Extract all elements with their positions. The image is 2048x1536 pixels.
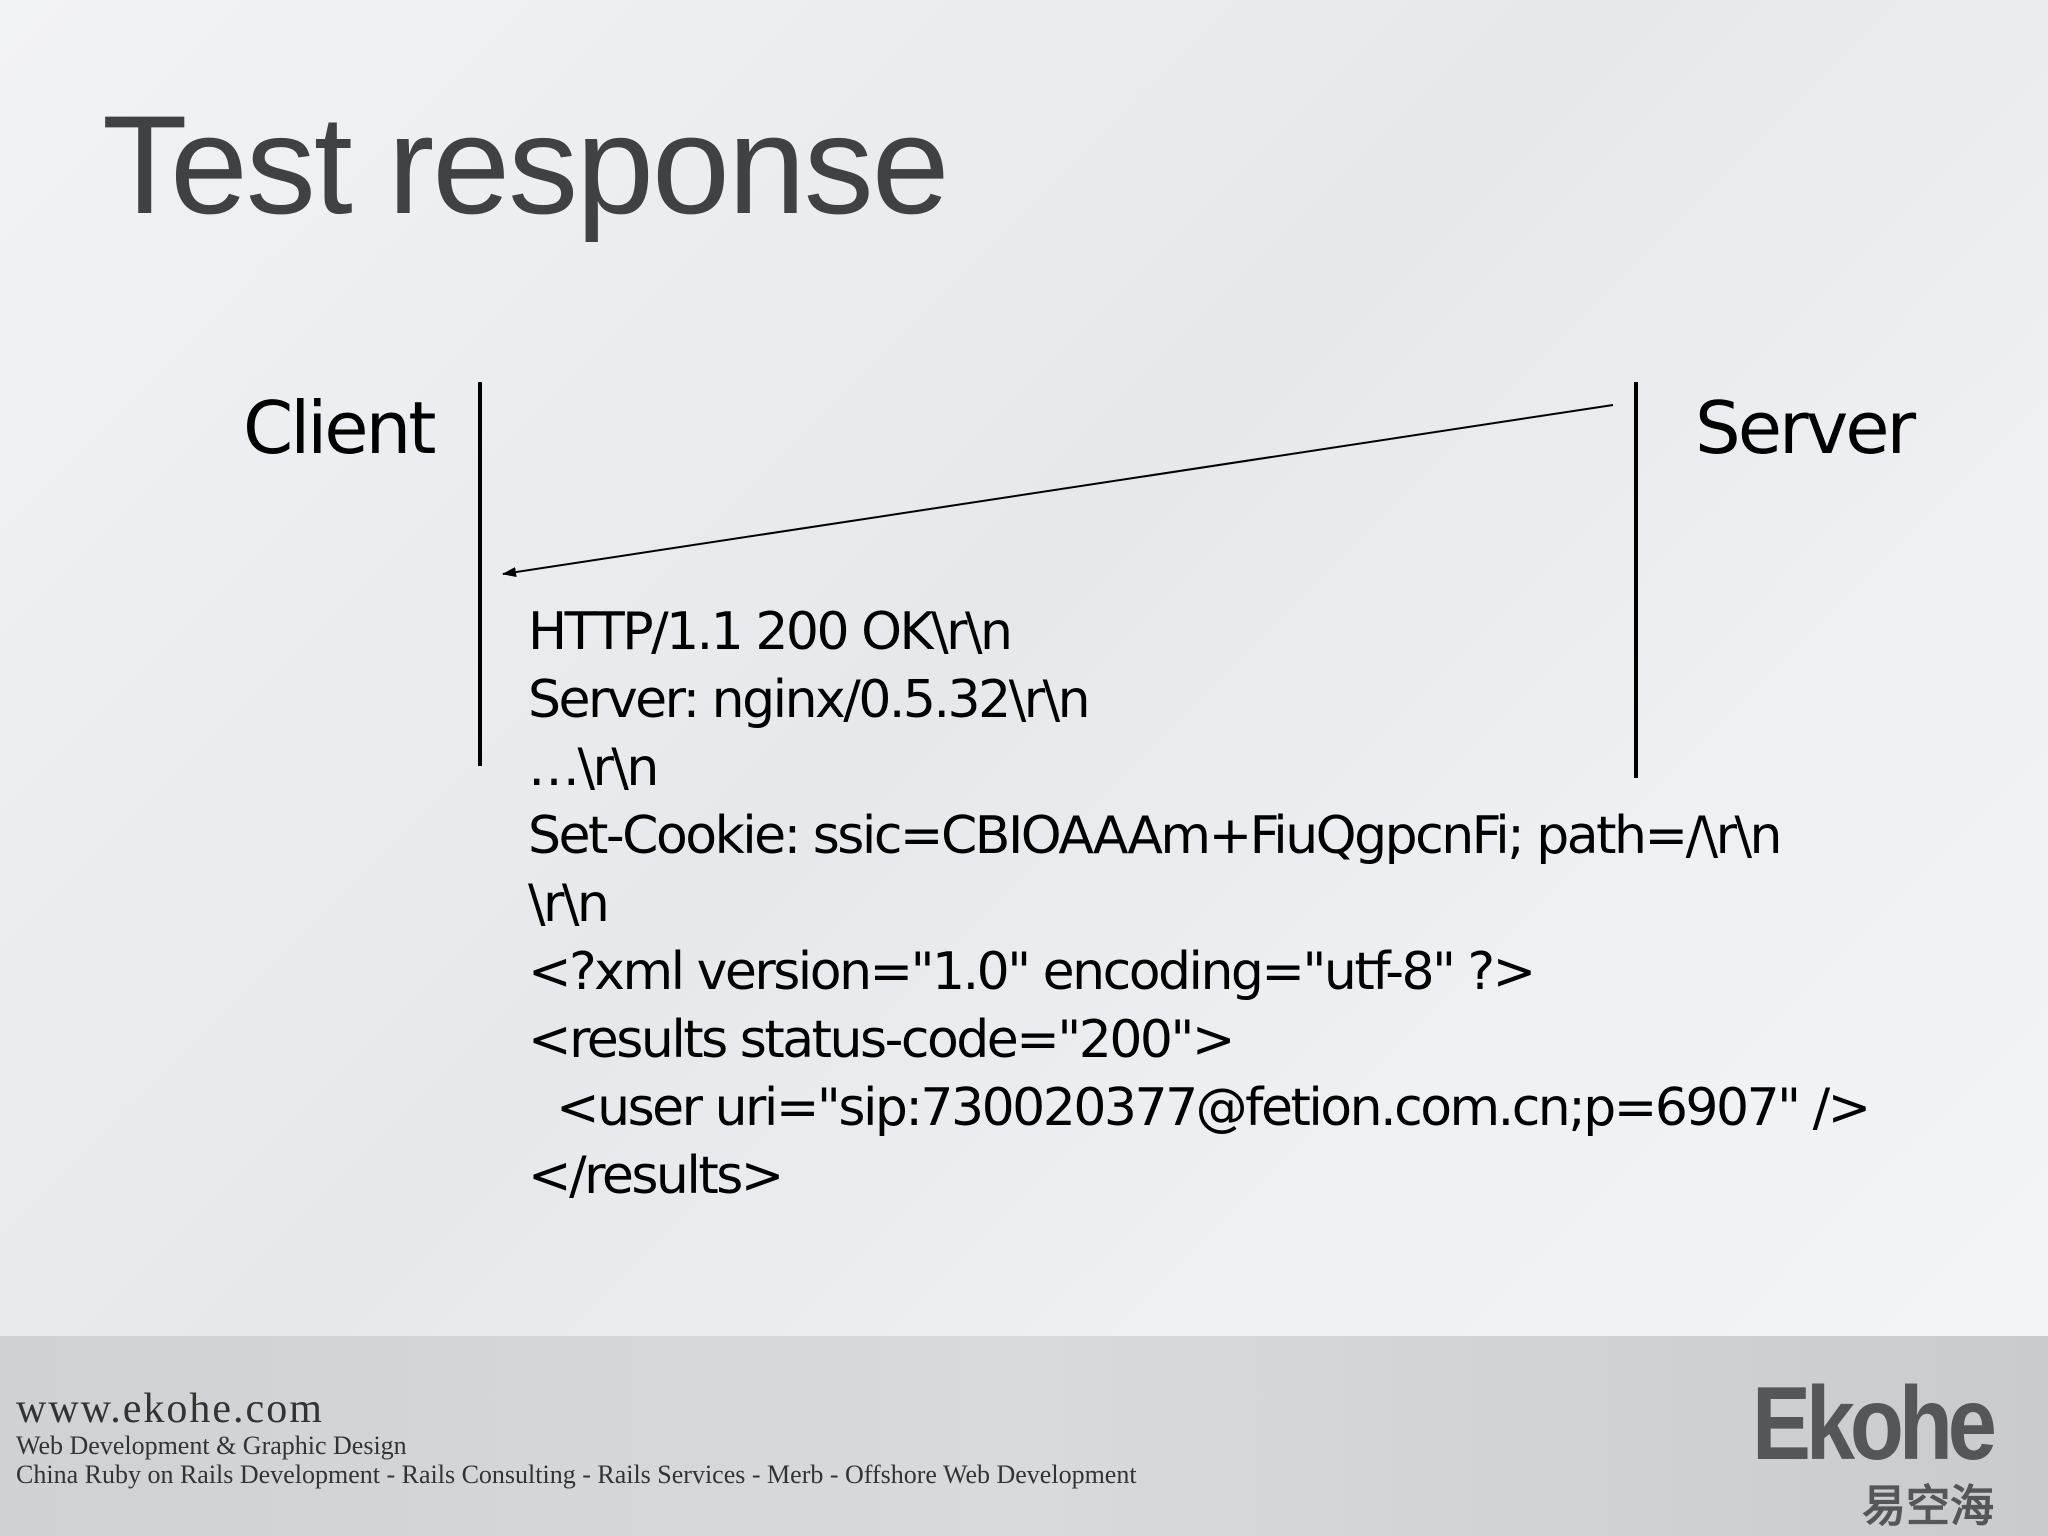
footer-services: China Ruby on Rails Development - Rails … <box>16 1460 1137 1489</box>
server-label: Server <box>1695 386 1916 470</box>
http-response-text: HTTP/1.1 200 OK\r\n Server: nginx/0.5.32… <box>528 598 1871 1210</box>
client-lifeline <box>478 382 482 766</box>
slide-title: Test response <box>102 86 950 243</box>
response-arrow <box>502 404 1614 577</box>
server-lifeline <box>1634 382 1638 778</box>
response-line: Server: nginx/0.5.32\r\n <box>528 670 1091 730</box>
ekohe-logo: Ekohe <box>1752 1366 1997 1482</box>
ekohe-logo-cn: 易空海 <box>1862 1481 1994 1532</box>
response-line: HTTP/1.1 200 OK\r\n <box>528 602 1013 662</box>
response-line: <?xml version="1.0" encoding="utf-8" ?> <box>528 942 1536 1002</box>
footer-band <box>0 1336 2048 1536</box>
response-line: </results> <box>528 1146 784 1206</box>
client-label: Client <box>243 386 436 470</box>
response-line: …\r\n <box>528 738 659 798</box>
footer-tagline: Web Development & Graphic Design <box>16 1431 407 1460</box>
response-line: <results status-code="200"> <box>528 1010 1235 1070</box>
response-line: Set-Cookie: ssic=CBIOAAAm+FiuQgpcnFi; pa… <box>528 806 1782 866</box>
response-line: \r\n <box>528 874 610 934</box>
response-line: <user uri="sip:730020377@fetion.com.cn;p… <box>528 1078 1871 1138</box>
footer-website: www.ekohe.com <box>16 1386 324 1432</box>
